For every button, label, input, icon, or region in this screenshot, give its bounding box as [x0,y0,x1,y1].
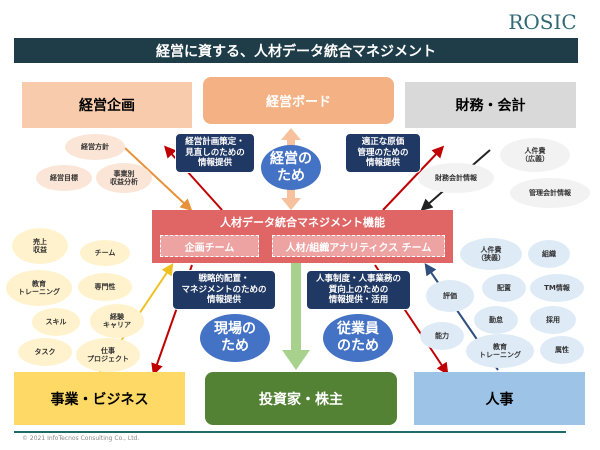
hr-item: 組織 [528,240,570,268]
finance-item: 財務会計情報 [418,163,494,193]
hr-item: 属性 [540,336,584,364]
purpose-field: 現場の ため [200,314,270,362]
box-hr: 人事 [414,372,585,425]
copyright: © 2021 InfoTecnos Consulting Co., Ltd. [22,435,140,442]
label-hr-info: 人事制度・人事業務の 質向上のための 情報提供・活用 [306,270,411,310]
business-item: 教育 トレーニング [6,270,72,306]
hr-item: 教育 トレーニング [466,334,534,368]
label-cost-info: 適正な原価 管理のための 情報提供 [345,133,421,173]
hr-item: 人件費 （狭義） [460,238,522,270]
business-item: スキル [32,308,80,336]
planning-item: 事業別 収益分析 [96,163,152,193]
business-item: 専門性 [78,273,132,301]
footer-divider [14,431,566,433]
hr-item: 配置 [482,274,526,302]
box-business: 事業・ビジネス [14,372,185,425]
planning-item: 経営目標 [36,165,92,191]
planning-item: 経営方針 [65,134,125,160]
hr-item: 勤怠 [474,306,518,334]
box-management-planning: 経営企画 [22,82,192,128]
page-title: 経営に資する、人材データ統合マネジメント [14,38,578,63]
hr-item: 採用 [530,306,576,334]
team-planning: 企画チーム [160,235,259,257]
finance-item: 人件費 （広義） [500,138,570,172]
hr-item: TM情報 [530,274,584,302]
business-item: 仕事 プロジェクト [76,338,140,372]
label-strategy-info: 戦略的配置・ マネジメントのための 情報提供 [172,270,276,310]
business-item: 経験 キャリア [90,304,144,338]
hr-item: 評価 [426,280,474,312]
label-plan-info: 経営計画策定・ 見直しのための 情報提供 [175,133,255,173]
purpose-management: 経営の ため [261,145,321,190]
box-management-board: 経営ボード [203,77,394,124]
box-investors: 投資家・株主 [205,372,397,425]
business-item: チーム [80,240,130,266]
team-analytics: 人材/組織アナリティクス チーム [272,235,445,257]
rosic-logo: ROSIC [508,10,577,34]
purpose-employee: 従業員 のため [323,314,393,362]
box-finance-accounting: 財務・会計 [405,82,576,128]
business-item: 売上 収益 [12,228,68,264]
hr-item: 能力 [420,322,464,350]
business-item: タスク [18,338,72,366]
finance-item: 管理会計情報 [510,178,590,208]
